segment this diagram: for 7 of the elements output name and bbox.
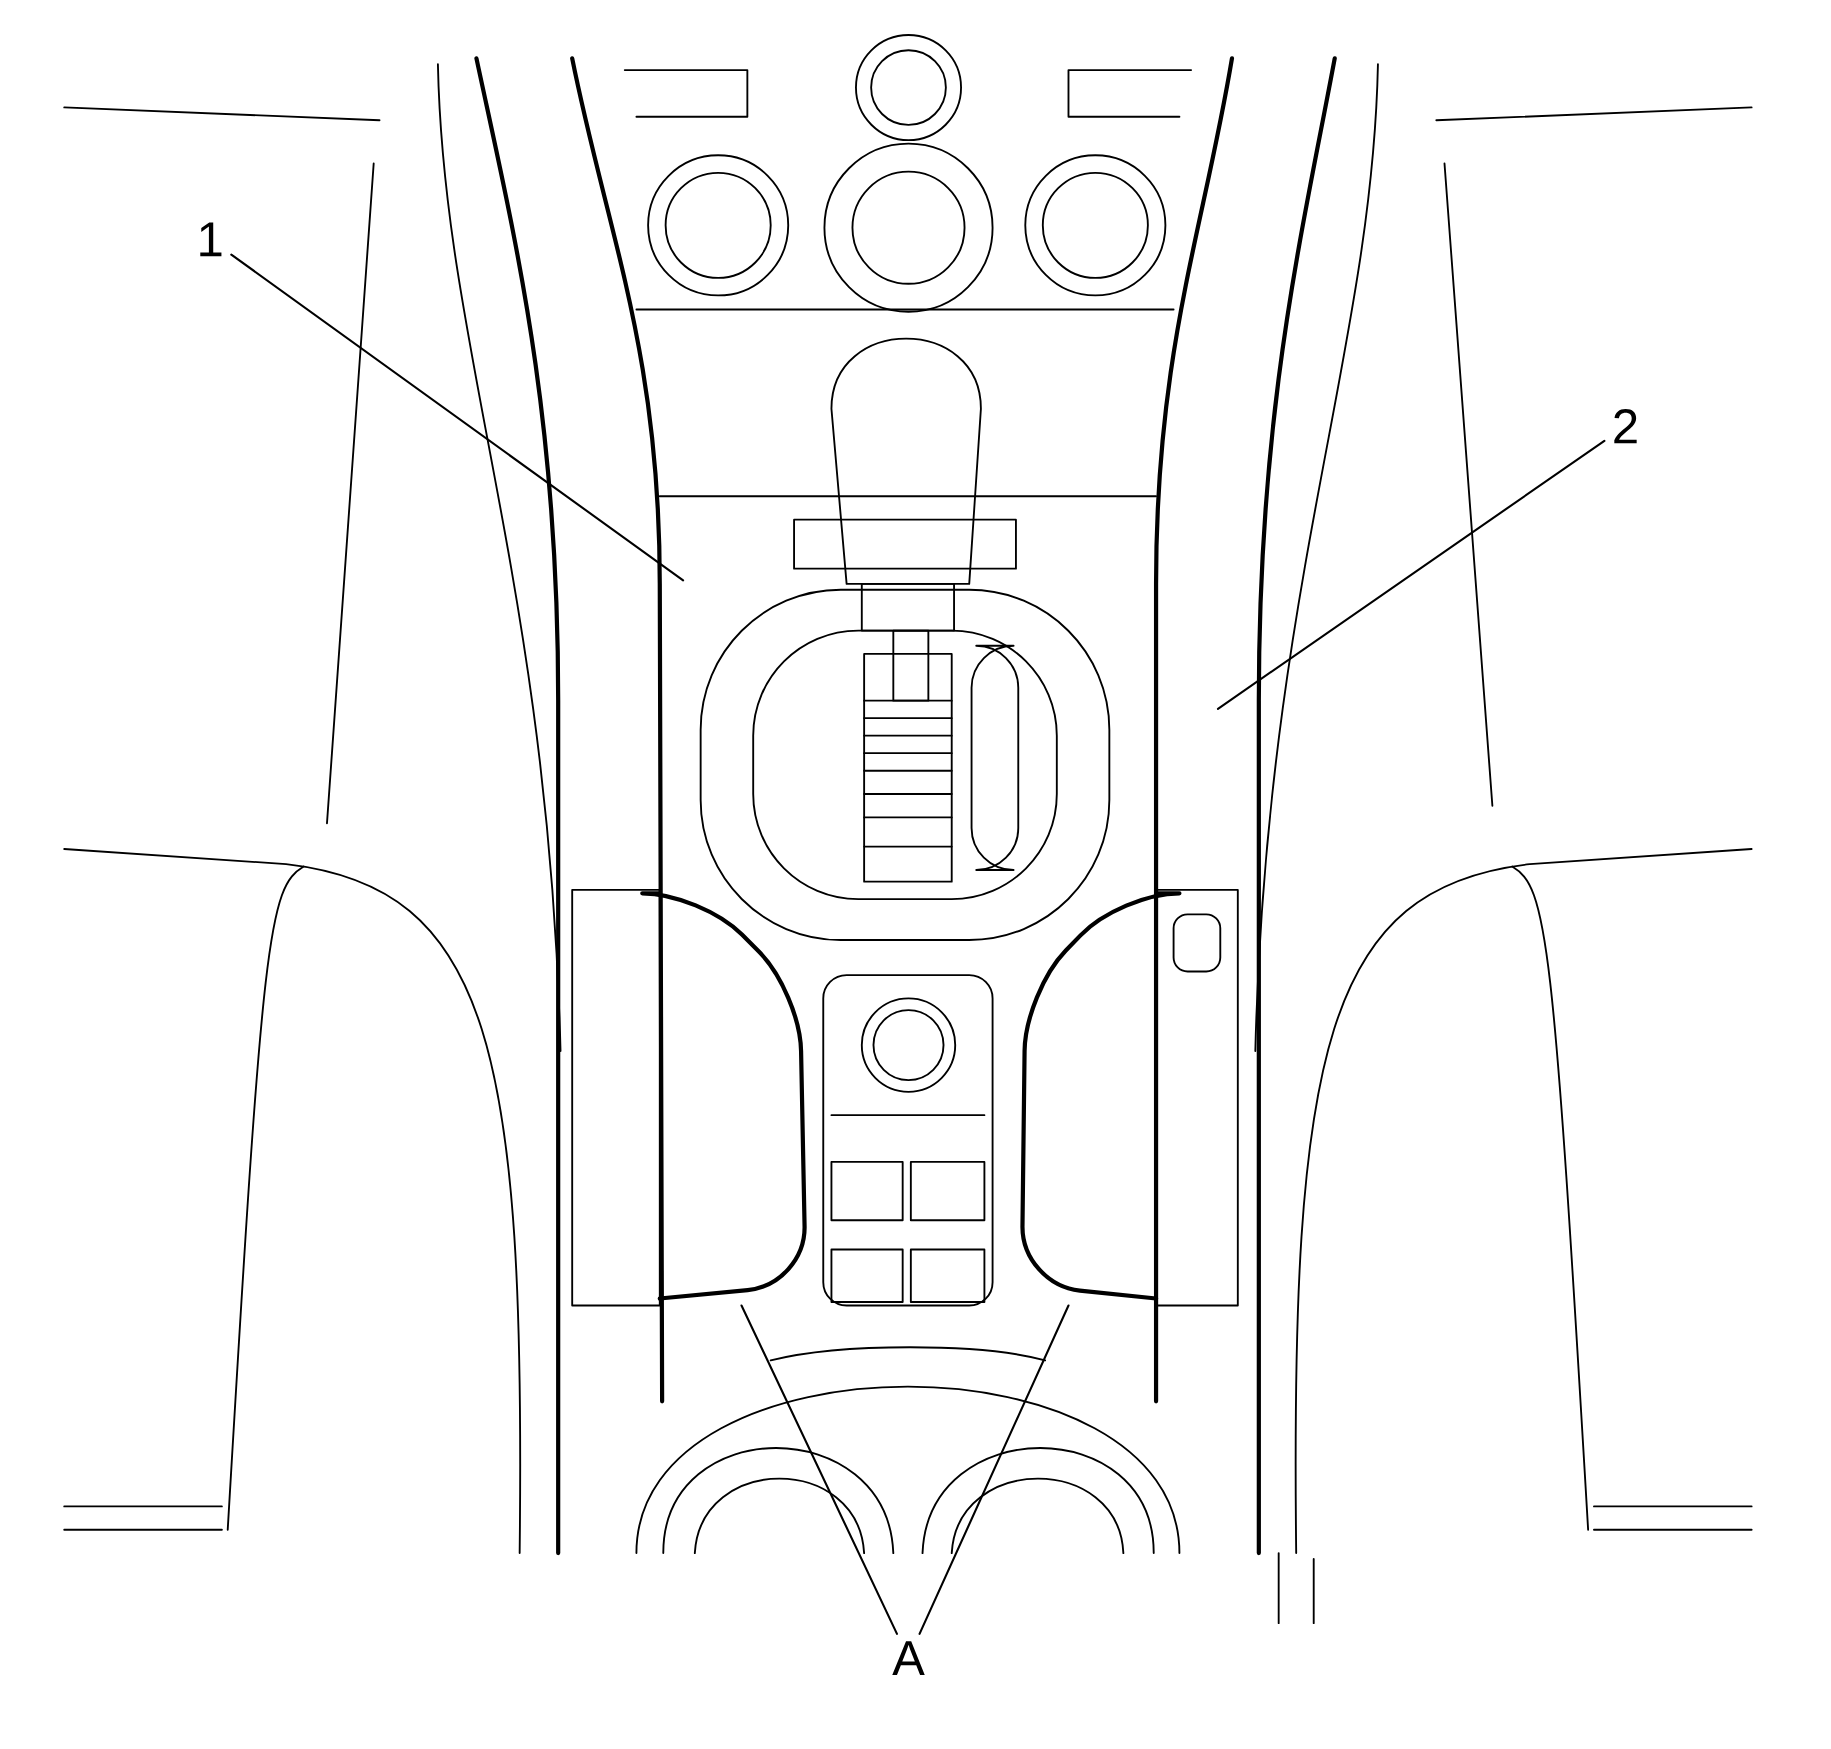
- leader-line: [740, 1304, 899, 1635]
- leader-line: [230, 253, 685, 582]
- callout-number: 1: [200, 222, 222, 257]
- callout-number: A: [892, 1641, 925, 1675]
- leader-line: [918, 1304, 1070, 1635]
- callout-number: 2: [1614, 408, 1637, 444]
- leader-line: [1216, 439, 1606, 710]
